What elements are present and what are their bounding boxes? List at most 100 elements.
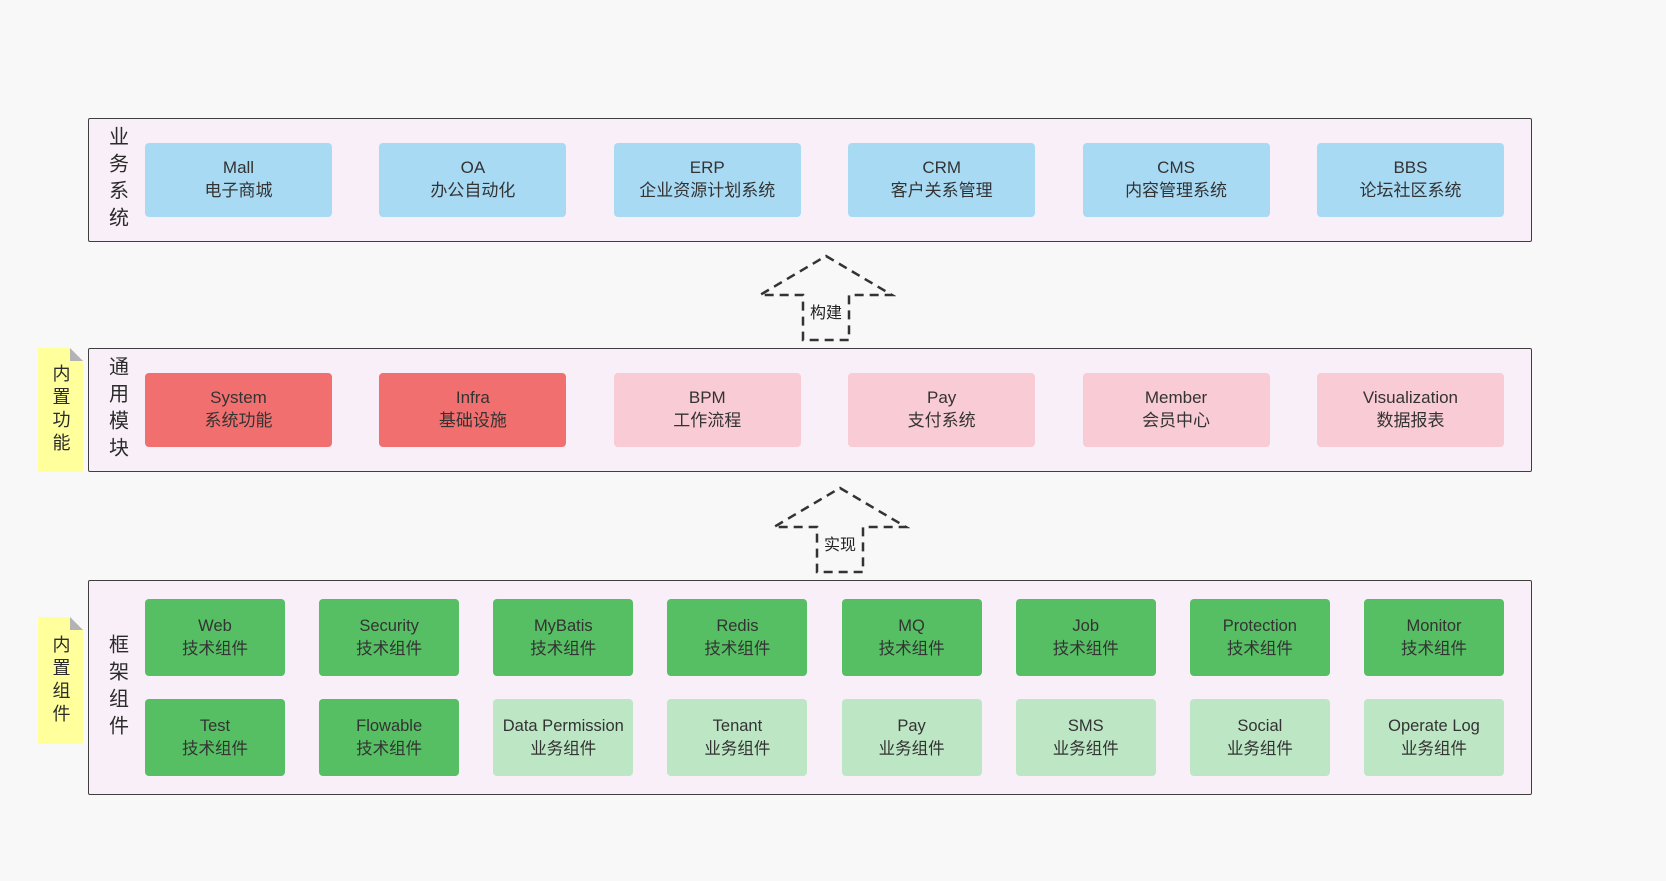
box-row: System 系统功能 Infra 基础设施 BPM 工作流程 Pay 支付系统… — [145, 373, 1504, 447]
box-subtitle: 技术组件 — [1052, 639, 1119, 658]
box-row: Web 技术组件 Security 技术组件 MyBatis 技术组件 Redi… — [145, 599, 1504, 676]
layer-boxes: System 系统功能 Infra 基础设施 BPM 工作流程 Pay 支付系统… — [145, 349, 1531, 471]
box-subtitle: 业务组件 — [1226, 739, 1293, 758]
box-subtitle: 数据报表 — [1376, 411, 1445, 430]
box-subtitle: 系统功能 — [204, 411, 273, 430]
layer-side-label: 框架组件 — [105, 633, 128, 742]
module-box: BBS 论坛社区系统 — [1316, 143, 1504, 217]
module-box: Mall 电子商城 — [145, 143, 332, 217]
box-title: OA — [460, 158, 486, 178]
box-title: Mall — [222, 158, 255, 178]
box-subtitle: 技术组件 — [878, 639, 945, 658]
box-title: Tenant — [712, 717, 763, 736]
box-subtitle: 论坛社区系统 — [1359, 181, 1462, 200]
implement-arrow: 实现 — [770, 485, 910, 575]
box-subtitle: 基础设施 — [438, 411, 507, 430]
box-title: MyBatis — [533, 617, 593, 636]
box-subtitle: 办公自动化 — [430, 181, 516, 200]
layer-side-label: 通用模块 — [105, 356, 128, 464]
box-subtitle: 支付系统 — [907, 411, 976, 430]
box-title: Member — [1144, 388, 1208, 408]
module-box: Member 会员中心 — [1082, 373, 1270, 447]
layer-framework-components: 框架组件 Web 技术组件 Security 技术组件 MyBatis 技术组件… — [88, 580, 1532, 795]
module-box: Security 技术组件 — [319, 599, 460, 676]
block-arrow-up-icon — [770, 486, 910, 574]
box-subtitle: 客户关系管理 — [890, 181, 993, 200]
module-box: Operate Log 业务组件 — [1363, 699, 1504, 776]
box-title: Test — [199, 717, 231, 736]
box-title: CRM — [922, 158, 962, 178]
module-box: CMS 内容管理系统 — [1082, 143, 1270, 217]
build-arrow: 构建 — [756, 253, 896, 343]
box-title: Pay — [927, 388, 957, 408]
box-title: Pay — [897, 717, 926, 736]
box-title: Protection — [1222, 617, 1297, 636]
module-box: Redis 技术组件 — [667, 599, 808, 676]
module-box: Infra 基础设施 — [379, 373, 567, 447]
module-box: Tenant 业务组件 — [667, 699, 808, 776]
box-title: Web — [198, 617, 232, 636]
module-box: MQ 技术组件 — [841, 599, 982, 676]
layer-business-systems: 业务系统 Mall 电子商城 OA 办公自动化 ERP 企业资源计划系统 CRM… — [88, 118, 1532, 242]
layer-common-modules: 通用模块 System 系统功能 Infra 基础设施 BPM 工作流程 Pay… — [88, 348, 1532, 472]
module-box: Pay 业务组件 — [841, 699, 982, 776]
box-title: Redis — [716, 617, 759, 636]
box-row: Mall 电子商城 OA 办公自动化 ERP 企业资源计划系统 CRM 客户关系… — [145, 143, 1504, 217]
box-title: Flowable — [356, 717, 423, 736]
module-box: Social 业务组件 — [1189, 699, 1330, 776]
module-box: SMS 业务组件 — [1015, 699, 1156, 776]
box-title: System — [210, 388, 267, 408]
module-box: MyBatis 技术组件 — [493, 599, 634, 676]
box-subtitle: 技术组件 — [182, 739, 248, 758]
arrow-label: 构建 — [807, 299, 845, 323]
box-title: BBS — [1393, 158, 1428, 178]
module-box: Protection 技术组件 — [1189, 599, 1330, 676]
module-box: CRM 客户关系管理 — [848, 143, 1036, 217]
module-box: System 系统功能 — [145, 373, 332, 447]
box-title: Data Permission — [502, 717, 624, 736]
module-box: Data Permission 业务组件 — [493, 699, 634, 776]
box-title: Security — [359, 617, 419, 636]
module-box: ERP 企业资源计划系统 — [613, 143, 801, 217]
box-title: SMS — [1067, 717, 1104, 736]
box-title: Operate Log — [1388, 717, 1480, 736]
module-box: Monitor 技术组件 — [1363, 599, 1504, 676]
box-title: MQ — [898, 617, 925, 636]
box-row: Test 技术组件 Flowable 技术组件 Data Permission … — [145, 699, 1504, 776]
box-subtitle: 电子商城 — [204, 181, 273, 200]
layer-side-label: 业务系统 — [105, 126, 128, 234]
box-subtitle: 业务组件 — [878, 739, 945, 758]
box-title: Infra — [455, 388, 490, 408]
box-subtitle: 企业资源计划系统 — [639, 181, 776, 200]
module-box: Web 技术组件 — [145, 599, 285, 676]
sticky-note-builtin-components: 内置组件 — [38, 617, 83, 744]
module-box: BPM 工作流程 — [613, 373, 801, 447]
box-title: Social — [1237, 717, 1283, 736]
box-subtitle: 内容管理系统 — [1125, 181, 1228, 200]
box-subtitle: 技术组件 — [182, 639, 248, 658]
module-box: Pay 支付系统 — [848, 373, 1036, 447]
module-box: Test 技术组件 — [145, 699, 285, 776]
module-box: Job 技术组件 — [1015, 599, 1156, 676]
box-subtitle: 业务组件 — [1052, 739, 1119, 758]
module-box: Flowable 技术组件 — [319, 699, 460, 776]
box-subtitle: 工作流程 — [673, 411, 742, 430]
box-subtitle: 业务组件 — [530, 739, 597, 758]
box-subtitle: 技术组件 — [1226, 639, 1293, 658]
box-subtitle: 技术组件 — [356, 739, 423, 758]
box-subtitle: 会员中心 — [1142, 411, 1211, 430]
box-subtitle: 技术组件 — [356, 639, 423, 658]
box-subtitle: 技术组件 — [704, 639, 771, 658]
box-title: Monitor — [1406, 617, 1462, 636]
box-title: ERP — [689, 158, 725, 178]
layer-boxes: Mall 电子商城 OA 办公自动化 ERP 企业资源计划系统 CRM 客户关系… — [145, 119, 1531, 241]
box-title: Visualization — [1362, 388, 1459, 408]
module-box: Visualization 数据报表 — [1316, 373, 1504, 447]
box-title: Job — [1072, 617, 1099, 636]
layer-boxes: Web 技术组件 Security 技术组件 MyBatis 技术组件 Redi… — [145, 581, 1531, 794]
box-subtitle: 业务组件 — [704, 739, 771, 758]
block-arrow-up-icon — [756, 254, 896, 342]
box-title: BPM — [688, 388, 726, 408]
box-subtitle: 业务组件 — [1400, 739, 1467, 758]
box-subtitle: 技术组件 — [530, 639, 597, 658]
